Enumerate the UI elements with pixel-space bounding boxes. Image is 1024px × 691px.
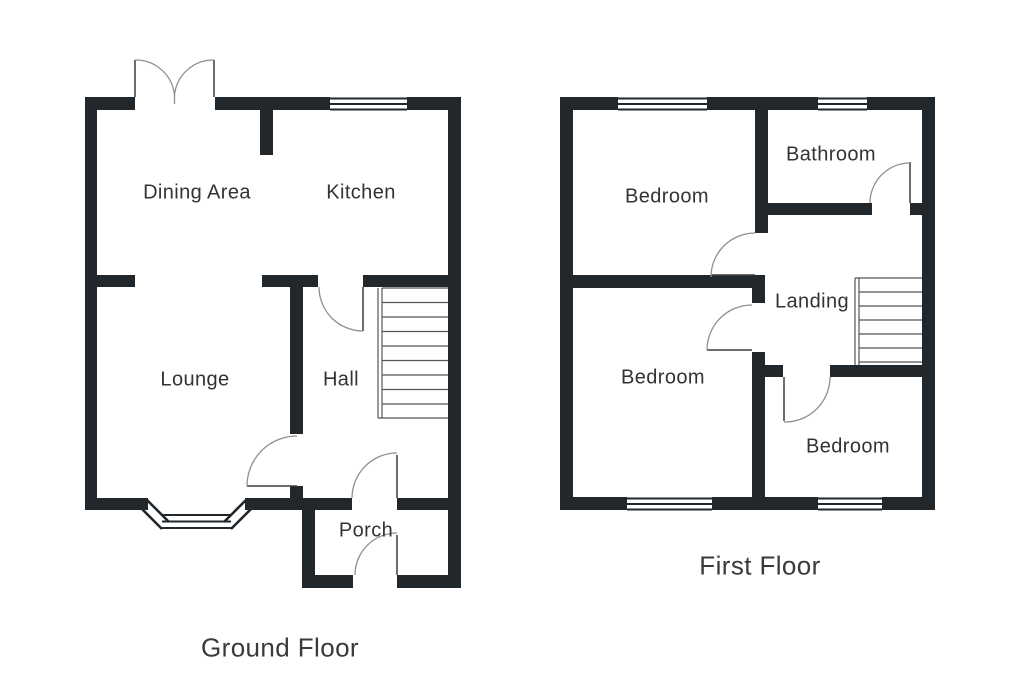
bay-window bbox=[138, 498, 255, 530]
room-label-hall: Hall bbox=[322, 368, 360, 391]
room-label-dining-area: Dining Area bbox=[143, 181, 251, 204]
first-floor-stairs bbox=[854, 277, 922, 365]
room-label-bedroom-rear: Bedroom bbox=[621, 366, 705, 389]
room-label-kitchen: Kitchen bbox=[326, 181, 396, 204]
ground-floor-title: Ground Floor bbox=[201, 632, 359, 663]
room-label-landing: Landing bbox=[775, 290, 849, 313]
first-floor-walls bbox=[560, 97, 935, 510]
first-floor-windows bbox=[618, 97, 882, 511]
porch-entrance-door bbox=[354, 532, 398, 576]
first-floor-title: First Floor bbox=[699, 550, 821, 581]
room-label-lounge: Lounge bbox=[160, 368, 230, 391]
bathroom-door bbox=[869, 162, 911, 204]
ground-floor-plan bbox=[85, 59, 461, 588]
rear-bedroom-door bbox=[706, 304, 753, 351]
ground-floor-walls bbox=[85, 97, 461, 588]
kitchen-window bbox=[330, 97, 407, 111]
french-doors bbox=[134, 59, 215, 104]
front-bedroom-door bbox=[710, 232, 756, 278]
side-bedroom-door bbox=[783, 376, 831, 423]
ground-floor-stairs bbox=[377, 287, 448, 419]
room-label-bathroom: Bathroom bbox=[786, 143, 876, 166]
room-label-porch: Porch bbox=[338, 519, 394, 542]
room-label-bedroom-side: Bedroom bbox=[806, 435, 890, 458]
room-label-bedroom-front: Bedroom bbox=[625, 185, 709, 208]
hall-porch-door bbox=[351, 452, 398, 499]
kitchen-hall-door bbox=[318, 286, 364, 332]
lounge-door bbox=[246, 435, 298, 487]
first-floor-plan bbox=[560, 97, 935, 511]
